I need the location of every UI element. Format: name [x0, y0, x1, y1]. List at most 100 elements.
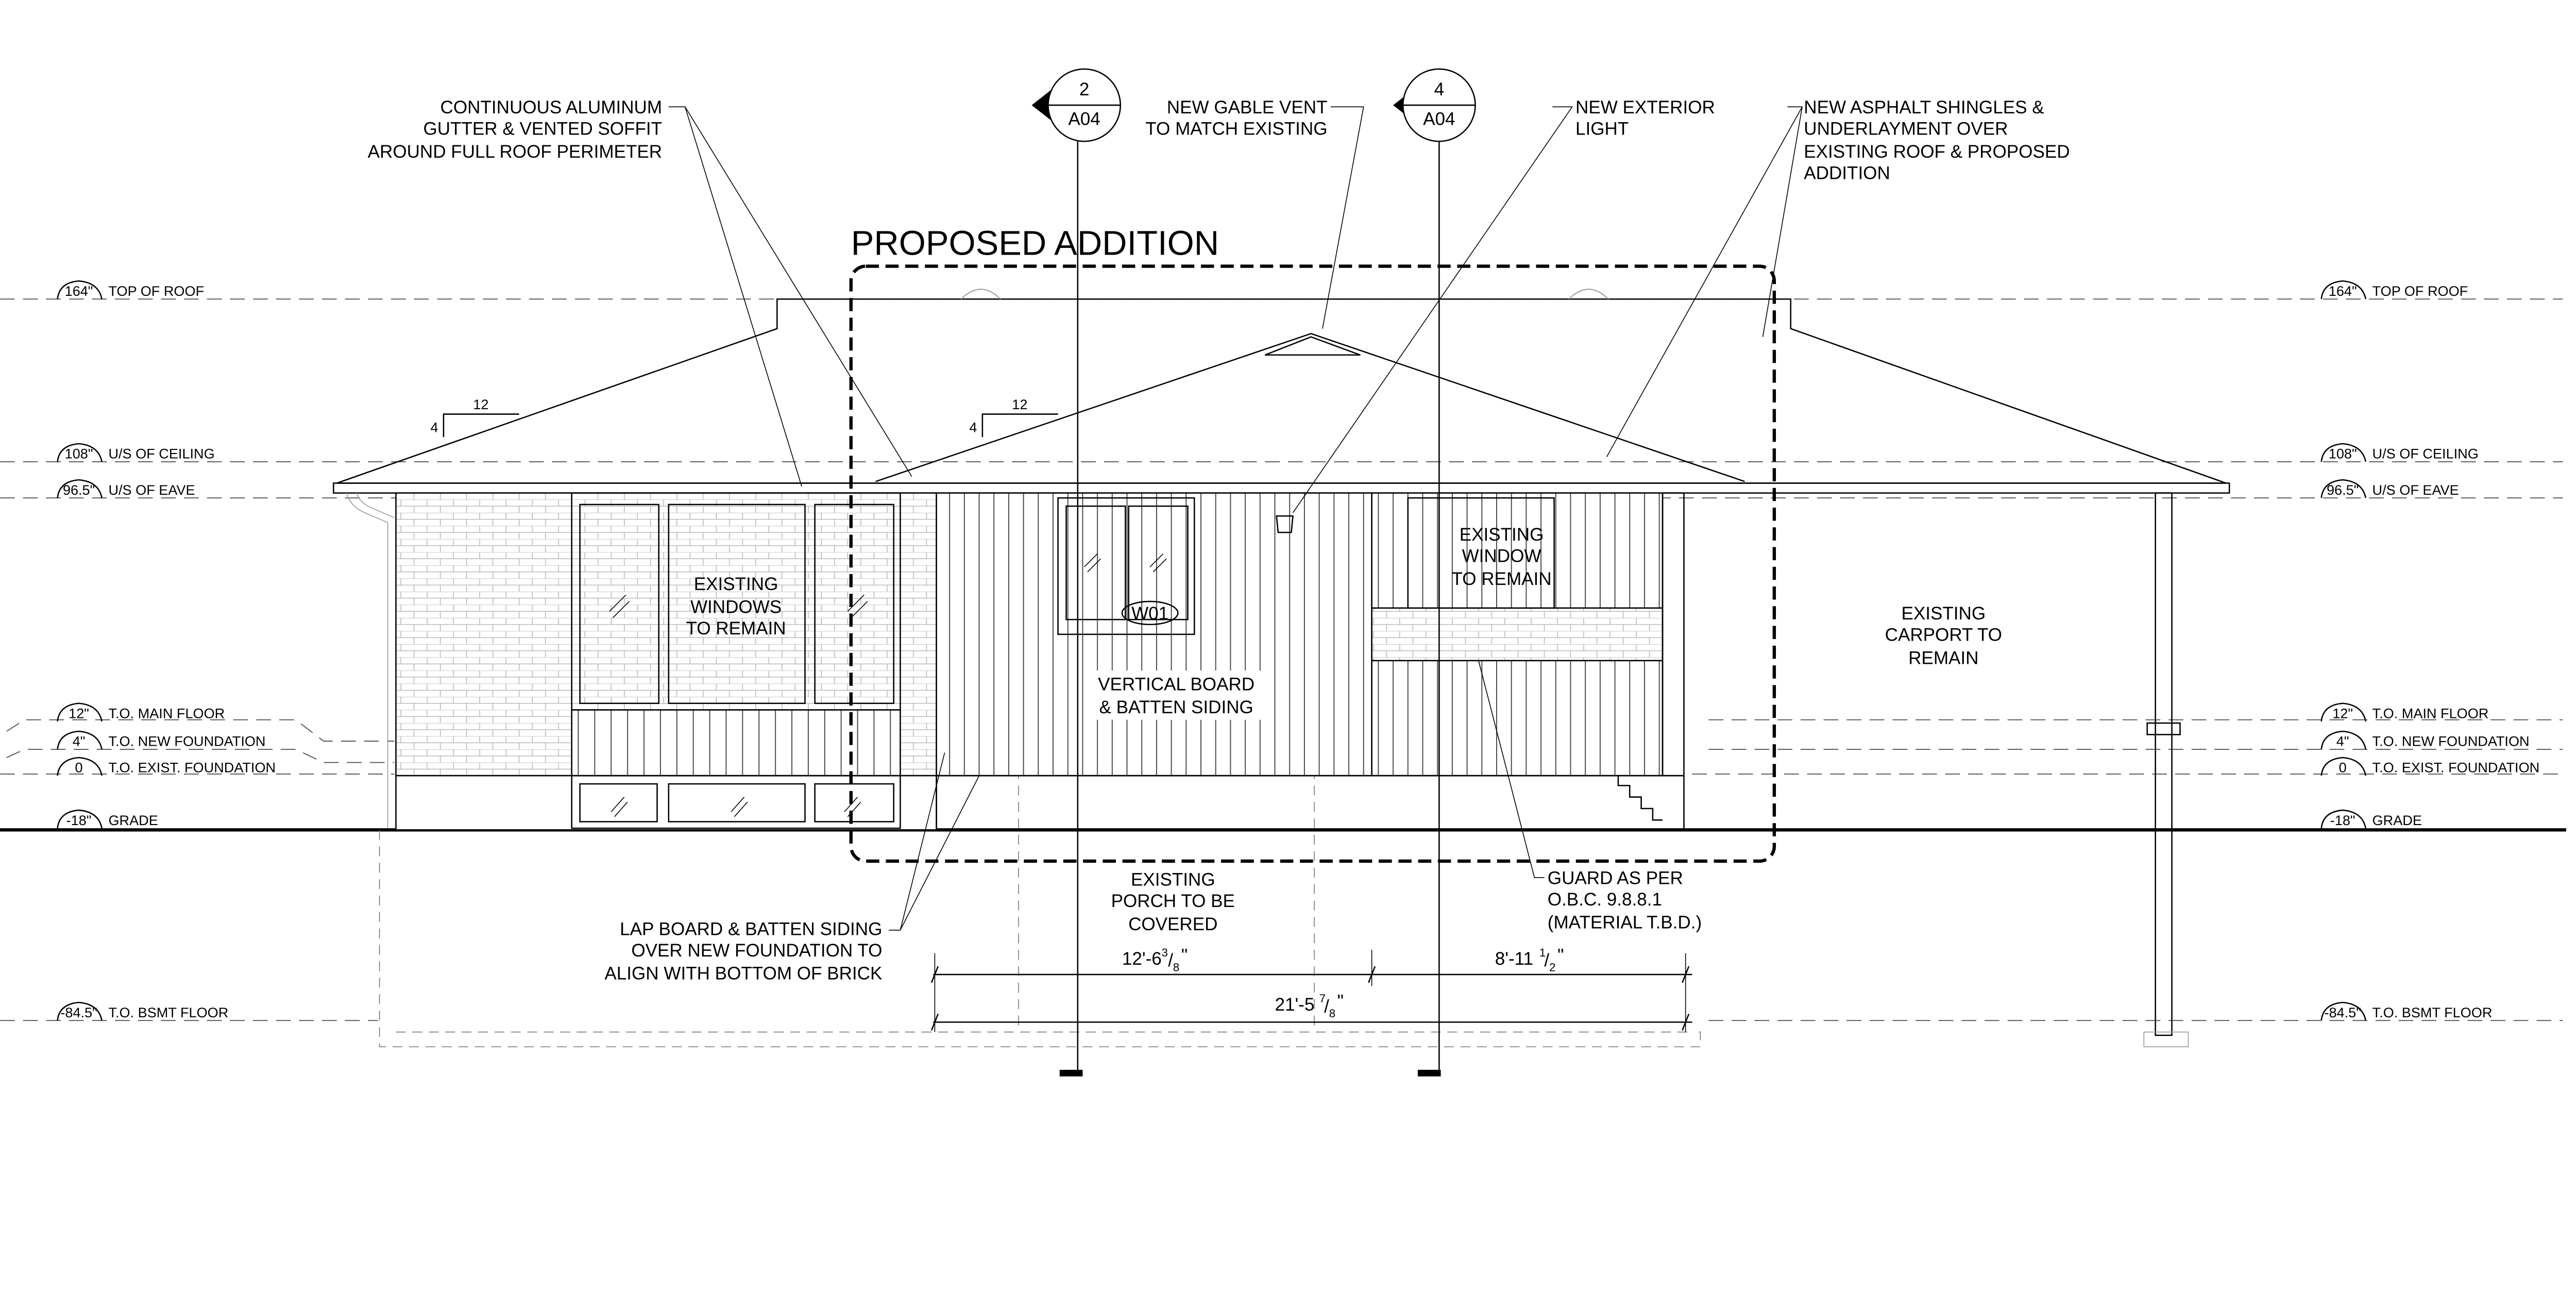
- basement-window: [579, 783, 658, 823]
- note-text: ALIGN WITH BOTTOM OF BRICK: [604, 963, 882, 983]
- note-text: EXISTING: [1131, 870, 1215, 890]
- note-existing-window: EXISTING WINDOW TO REMAIN: [1451, 525, 1551, 589]
- window-tag-label: W01: [1131, 603, 1168, 624]
- addition: W01: [936, 492, 1685, 831]
- level-value: -84.5": [2324, 1004, 2361, 1020]
- basement-window: [668, 783, 806, 823]
- level-label: T.O. EXIST. FOUNDATION: [2372, 760, 2540, 776]
- note-exterior-light: NEW EXTERIOR LIGHT: [1575, 97, 1715, 139]
- level-marker: 4" T.O. NEW FOUNDATION: [2320, 730, 2530, 750]
- note-text: EXISTING: [694, 574, 778, 594]
- window-pane: [668, 504, 806, 704]
- level-value: 96.5": [2327, 482, 2359, 498]
- section-marker: 2 A04: [1031, 68, 1122, 1077]
- proposed-addition-boundary: [849, 264, 1776, 863]
- level-marker: 12"T.O. MAIN FLOOR: [57, 702, 225, 722]
- level-value: 0: [75, 760, 83, 776]
- slope-rise: 4: [430, 420, 438, 435]
- note-porch: EXISTING PORCH TO BE COVERED: [1111, 870, 1235, 934]
- note-text: TO REMAIN: [1451, 569, 1551, 589]
- note-text: GUARD AS PER: [1548, 868, 1683, 888]
- inch-mark: ": [1557, 945, 1564, 965]
- note-shingles: NEW ASPHALT SHINGLES & UNDERLAYMENT OVER…: [1804, 97, 2070, 183]
- note-text: 1: [1539, 946, 1546, 959]
- gable: [875, 332, 1745, 482]
- note-existing-windows: EXISTING WINDOWS TO REMAIN: [686, 574, 786, 639]
- level-label: GRADE: [108, 812, 158, 828]
- note-gable-vent: NEW GABLE VENT TO MATCH EXISTING: [1145, 97, 1327, 139]
- note-text: COVERED: [1128, 914, 1217, 934]
- level-marker: -84.5"T.O. BSMT FLOOR: [2320, 1001, 2492, 1021]
- note-text: 2: [1549, 961, 1555, 974]
- gable-vent-icon: [1264, 336, 1361, 356]
- section-marker: 4 A04: [1393, 68, 1476, 1077]
- level-label: T.O. NEW FOUNDATION: [108, 733, 265, 749]
- slope-run: 12: [473, 396, 488, 412]
- note-text: AROUND FULL ROOF PERIMETER: [368, 142, 662, 162]
- level-marker: 96.5" U/S OF EAVE: [2320, 479, 2459, 498]
- note-text: REMAIN: [1908, 648, 1978, 668]
- proposed-addition-title: PROPOSED ADDITION: [851, 224, 1219, 262]
- existing-house: [346, 492, 2189, 1048]
- level-label: U/S OF CEILING: [2372, 446, 2479, 462]
- level-label: T.O. MAIN FLOOR: [2372, 705, 2489, 721]
- level-label: T.O. NEW FOUNDATION: [2372, 733, 2530, 749]
- note-text: GUTTER & VENTED SOFFIT: [423, 119, 662, 139]
- note-text: & BATTEN SIDING: [1099, 697, 1253, 717]
- note-text: 8: [1173, 961, 1179, 974]
- level-label: U/S OF EAVE: [108, 482, 195, 498]
- exterior-light-icon: [1276, 515, 1294, 533]
- fraction-slash: /: [1168, 950, 1173, 970]
- note-text: CARPORT TO: [1885, 625, 2002, 645]
- level-marker: -18" GRADE: [57, 809, 158, 829]
- level-value: 96.5": [63, 482, 95, 498]
- note-text: ADDITION: [1804, 163, 1890, 183]
- note-text: EXISTING ROOF & PROPOSED: [1804, 142, 2070, 162]
- note-text: NEW GABLE VENT: [1167, 97, 1328, 118]
- note-text: TO MATCH EXISTING: [1145, 119, 1327, 139]
- level-value: 108": [65, 446, 93, 462]
- note-text: O.B.C. 9.8.8.1: [1548, 890, 1662, 910]
- window-w01: [1057, 497, 1195, 635]
- level-marker: 108" U/S OF CEILING: [57, 443, 215, 462]
- note-text: 3: [1161, 946, 1167, 959]
- note-text: PORCH TO BE: [1111, 891, 1235, 911]
- level-label: U/S OF EAVE: [2372, 482, 2459, 498]
- note-text: NEW ASPHALT SHINGLES &: [1804, 97, 2044, 118]
- section-sheet: A04: [1068, 109, 1100, 129]
- level-value: 12": [69, 705, 89, 721]
- level-marker: 108" U/S OF CEILING: [2320, 443, 2479, 462]
- guard: [1371, 660, 1664, 777]
- note-gutter: CONTINUOUS ALUMINUM GUTTER & VENTED SOFF…: [368, 97, 662, 162]
- level-value: 108": [2329, 446, 2357, 462]
- level-marker: 12" T.O. MAIN FLOOR: [2320, 702, 2489, 722]
- level-value: -18": [66, 812, 92, 828]
- note-guard: GUARD AS PER O.B.C. 9.8.8.1 (MATERIAL T.…: [1548, 868, 1702, 933]
- note-text: EXISTING: [1460, 525, 1544, 545]
- note-text: LIGHT: [1575, 119, 1629, 139]
- inch-mark: ": [1337, 992, 1344, 1012]
- elevation-drawing: 164"TOP OF ROOF 108"U/S OF CEILING 96.5"…: [0, 68, 2566, 1077]
- level-value: 164": [65, 283, 93, 299]
- level-value: 4": [2336, 733, 2349, 749]
- level-label: U/S OF CEILING: [108, 446, 214, 462]
- level-value: 164": [2329, 283, 2357, 299]
- note-text: WINDOWS: [690, 597, 782, 617]
- note-text: 21'-5: [1275, 995, 1314, 1015]
- slope-run: 12: [1012, 396, 1027, 412]
- level-marker: -18"GRADE: [2320, 809, 2422, 829]
- roof-vent-icon: [960, 289, 1609, 300]
- roof: 4 12 4 12: [333, 289, 2230, 494]
- level-value: -84.5": [60, 1004, 97, 1020]
- window-pane: [814, 504, 894, 704]
- porch-post: [1662, 492, 1685, 777]
- note-text: 12'-6: [1122, 949, 1162, 969]
- level-value: 12": [2332, 705, 2353, 721]
- window-pane: [579, 504, 659, 704]
- basement-window: [814, 783, 894, 823]
- level-label: T.O. EXIST. FOUNDATION: [108, 760, 276, 776]
- note-text: UNDERLAYMENT OVER: [1804, 119, 2008, 139]
